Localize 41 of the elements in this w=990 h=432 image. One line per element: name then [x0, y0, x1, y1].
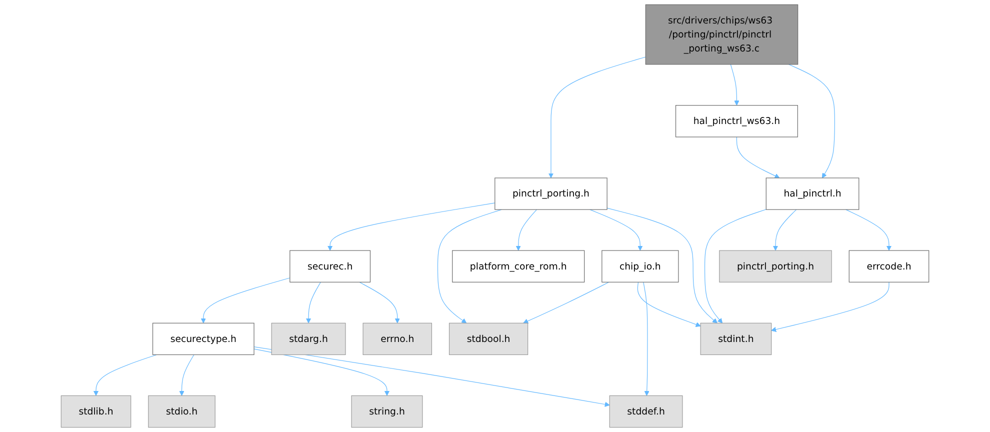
arrow: [606, 208, 718, 324]
arrow: [590, 209, 643, 251]
node-box: stdint.h: [700, 322, 772, 356]
arrow: [200, 278, 290, 324]
arrow: [772, 209, 797, 251]
node-box: securec.h: [290, 250, 371, 282]
node-box: pinctrl_porting.h: [494, 178, 608, 210]
arrow: [516, 209, 538, 251]
arrow: [328, 202, 496, 251]
arrow: [730, 64, 740, 106]
node-box: stdlib.h: [60, 395, 132, 428]
arrow: [359, 282, 400, 324]
node-box: hal_pinctrl.h: [766, 178, 860, 210]
node-box: chip_io.h: [602, 250, 679, 282]
node-box: securectype.h: [152, 322, 254, 356]
arrow: [254, 348, 390, 396]
node-box: pinctrl_porting.h: [719, 250, 832, 282]
node-box: stdarg.h: [271, 322, 346, 356]
node-box: src/drivers/chips/ws63 /porting/pinctrl/pinctrl _porting_ws63.c: [645, 4, 798, 65]
arrow: [771, 282, 890, 332]
arrow: [93, 354, 157, 396]
node-box: stddef.h: [609, 395, 683, 428]
node-box: errcode.h: [848, 250, 930, 282]
arrow: [637, 282, 701, 327]
node-box: string.h: [351, 395, 423, 428]
arrow: [306, 282, 321, 324]
node-box: hal_pinctrl_ws63.h: [675, 105, 798, 138]
arrow: [523, 282, 610, 324]
node-box: stdbool.h: [448, 322, 528, 356]
arrow: [179, 354, 194, 396]
node-box: stdio.h: [148, 395, 216, 428]
node-box: platform_core_rom.h: [452, 250, 585, 282]
arrow: [437, 209, 502, 324]
arrow: [846, 209, 892, 251]
node-box: errno.h: [362, 322, 432, 356]
arrow: [643, 282, 650, 396]
arrow: [254, 346, 610, 407]
arrow: [548, 56, 646, 178]
arrow: [736, 136, 780, 178]
arrow: [704, 209, 766, 324]
arrow: [788, 64, 835, 178]
